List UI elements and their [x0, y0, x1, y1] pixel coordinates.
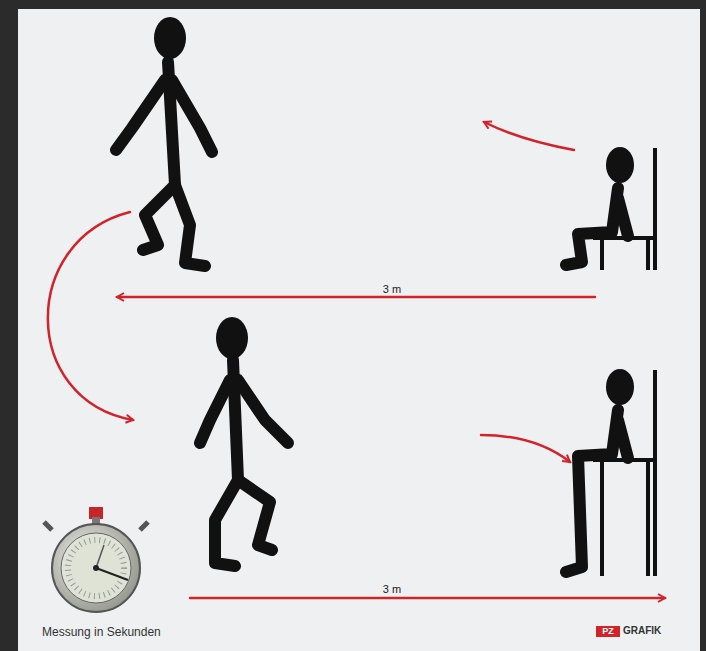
logo-block [596, 626, 620, 637]
distance-label: 3 m [381, 584, 403, 595]
seated-figure [566, 147, 655, 268]
distance-arrow [117, 296, 595, 299]
stand-up-arrow [484, 122, 574, 150]
seated-figure [566, 369, 655, 574]
distance-label: 3 m [381, 284, 403, 295]
stopwatch-icon [44, 507, 148, 612]
walking-figure [116, 17, 212, 266]
logo-text: PZ [602, 627, 614, 636]
caption-note: Messung in Sekunden [42, 626, 161, 638]
turn-arrow [48, 212, 133, 420]
walking-figure [200, 317, 288, 566]
logo-text: GRAFIK [623, 626, 661, 636]
sit-down-arrow [481, 435, 570, 462]
distance-arrow [190, 597, 665, 600]
